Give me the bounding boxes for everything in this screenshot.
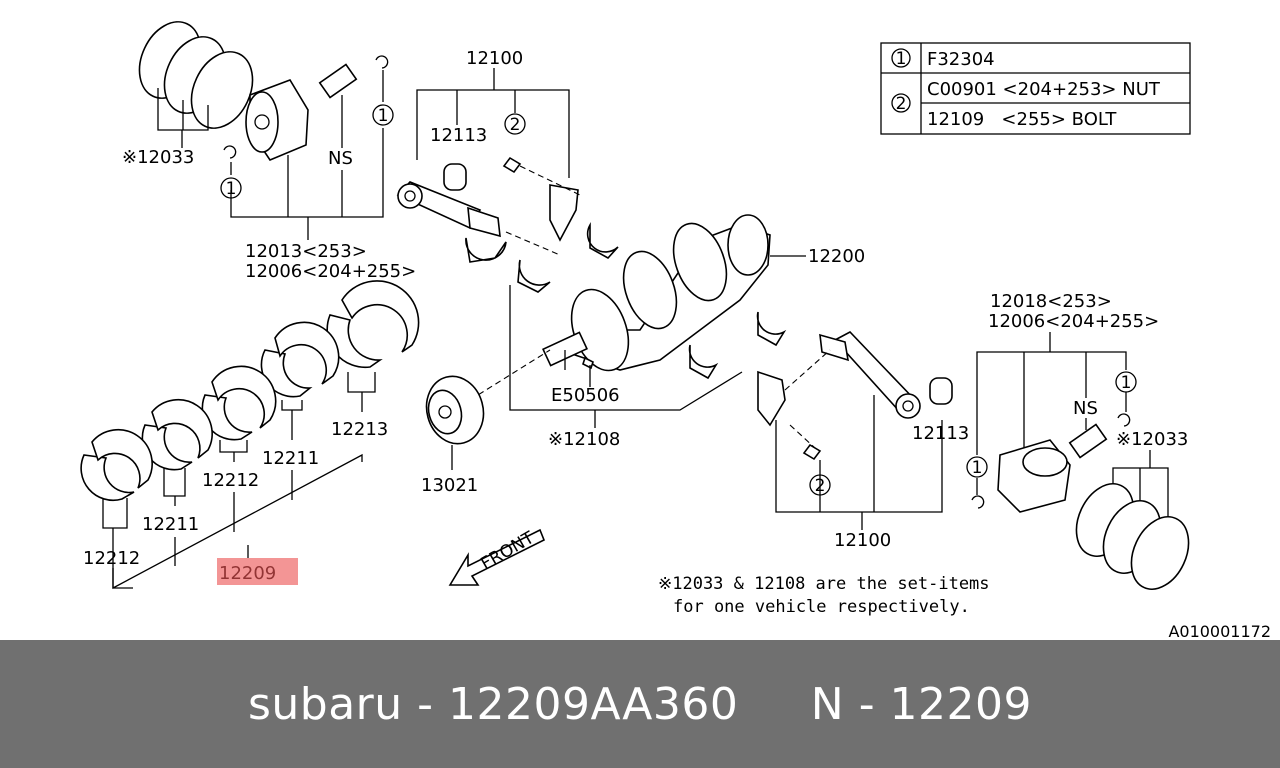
note-line-1: ※12033 & 12108 are the set-items xyxy=(658,574,990,594)
legend-row-1-text: F32304 xyxy=(927,49,995,70)
piston-assembly-left: 1 1 ※12033 NS 12013<253> 12006<204+255> xyxy=(122,21,416,282)
document-id: A010001172 xyxy=(1168,622,1271,641)
label-bearing-12212-b: 12212 xyxy=(83,548,140,569)
label-front: FRONT xyxy=(478,528,539,575)
label-piston-rings-left: ※12033 xyxy=(122,147,194,168)
front-arrow: FRONT xyxy=(448,528,546,586)
legend-row-3-text: 12109 <255> BOLT xyxy=(927,109,1117,130)
label-piston-rings-right: ※12033 xyxy=(1116,429,1188,450)
diagram-canvas: 1 2 F32304 C00901 <204+253> NUT 12109 <2… xyxy=(80,21,1191,617)
label-sprocket: 13021 xyxy=(421,475,478,496)
parts-diagram: 1 2 F32304 C00901 <204+253> NUT 12109 <2… xyxy=(80,21,1271,641)
callout-1-left-clip: 1 xyxy=(226,179,237,199)
callout-1-left-pin: 1 xyxy=(378,106,389,126)
note-line-2: for one vehicle respectively. xyxy=(673,597,970,617)
label-ns-left: NS xyxy=(328,148,353,169)
label-piston-left-b: 12006<204+255> xyxy=(245,261,416,282)
set-items-note: ※12033 & 12108 are the set-items for one… xyxy=(658,574,990,617)
label-conrod-group-top: 12100 xyxy=(466,48,523,69)
label-bushing-left: 12113 xyxy=(430,125,487,146)
label-bearing-12212-a: 12212 xyxy=(202,470,259,491)
label-piston-right-b: 12006<204+255> xyxy=(988,311,1159,332)
label-piston-right-a: 12018<253> xyxy=(990,291,1112,312)
bearing-shells: 12213 12211 12212 12211 12212 12209 xyxy=(80,280,420,590)
label-ns-right: NS xyxy=(1073,398,1098,419)
crank-sprocket: 13021 xyxy=(421,375,485,496)
footer-bar: subaru - 12209AA360 N - 12209 xyxy=(0,640,1280,768)
label-crankshaft: 12200 xyxy=(808,246,865,267)
label-bearing-12213: 12213 xyxy=(331,419,388,440)
crankshaft: 12200 E50506 ※12108 xyxy=(469,214,865,450)
label-crank-set: ※12108 xyxy=(548,429,620,450)
legend-row-2-text: C00901 <204+253> NUT xyxy=(927,79,1161,100)
callout-2-bottom-nut: 2 xyxy=(815,476,826,496)
callout-2-top-nut: 2 xyxy=(510,115,521,135)
conrod-assembly-bottom: 2 12113 12100 xyxy=(757,331,969,551)
label-bushing-right: 12113 xyxy=(912,423,969,444)
label-bearing-12211-b: 12211 xyxy=(142,514,199,535)
conrod-assembly-top: 12100 12113 2 xyxy=(396,48,581,263)
part-highlight-12209 xyxy=(217,558,298,585)
piston-assembly-right: 12018<253> 12006<204+255> 1 1 NS ※12033 xyxy=(966,291,1190,590)
legend-key-2: 2 xyxy=(896,94,907,114)
label-conrod-group-bottom: 12100 xyxy=(834,530,891,551)
callout-1-right-clip: 1 xyxy=(1121,373,1132,393)
label-piston-left-a: 12013<253> xyxy=(245,241,367,262)
label-key: E50506 xyxy=(551,385,620,406)
footer-title: subaru - 12209AA360 N - 12209 xyxy=(247,678,1033,730)
legend-key-1: 1 xyxy=(896,49,907,69)
legend-table: 1 2 F32304 C00901 <204+253> NUT 12109 <2… xyxy=(880,42,1191,135)
label-bearing-12211-a: 12211 xyxy=(262,448,319,469)
callout-1-right-pin: 1 xyxy=(972,458,983,478)
